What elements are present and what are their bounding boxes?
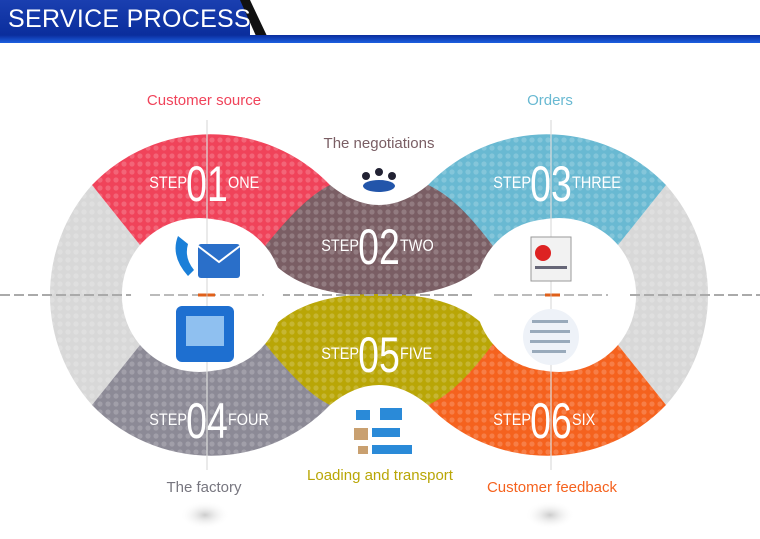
step-prefix: STEP [493,174,531,192]
step-word: SIX [572,411,596,429]
step-label: The negotiations [323,135,435,152]
step-label: Customer source [146,92,262,109]
factory-icon [176,306,234,362]
step-number: 02 [358,220,400,275]
step-number: 03 [530,157,572,212]
step-prefix: STEP [321,345,359,363]
phone-mail-icon [175,236,241,278]
step-number: 06 [530,394,572,449]
step-word: FIVE [400,345,432,363]
step-prefix: STEP [149,174,187,192]
step-prefix: STEP [321,237,359,255]
step-word: ONE [228,174,259,192]
step-number: 05 [358,328,400,383]
trucks-icon [354,408,412,454]
chat-icon [523,309,579,365]
step-word: TWO [400,237,434,255]
step-label: The factory [166,479,242,496]
step-label: Customer feedback [486,479,618,496]
step-word: FOUR [228,411,269,429]
purchase-list-icon [530,236,572,282]
step-word: THREE [572,174,621,192]
header-banner: SERVICE PROCESS [0,0,760,44]
step-number: 04 [186,394,228,449]
step-label: Orders [527,92,573,109]
step-number: 01 [186,157,228,212]
page-title: SERVICE PROCESS [8,5,252,33]
step-prefix: STEP [149,411,187,429]
step-label: Loading and transport [307,467,453,484]
meeting-icon [362,168,396,192]
step-prefix: STEP [493,411,531,429]
